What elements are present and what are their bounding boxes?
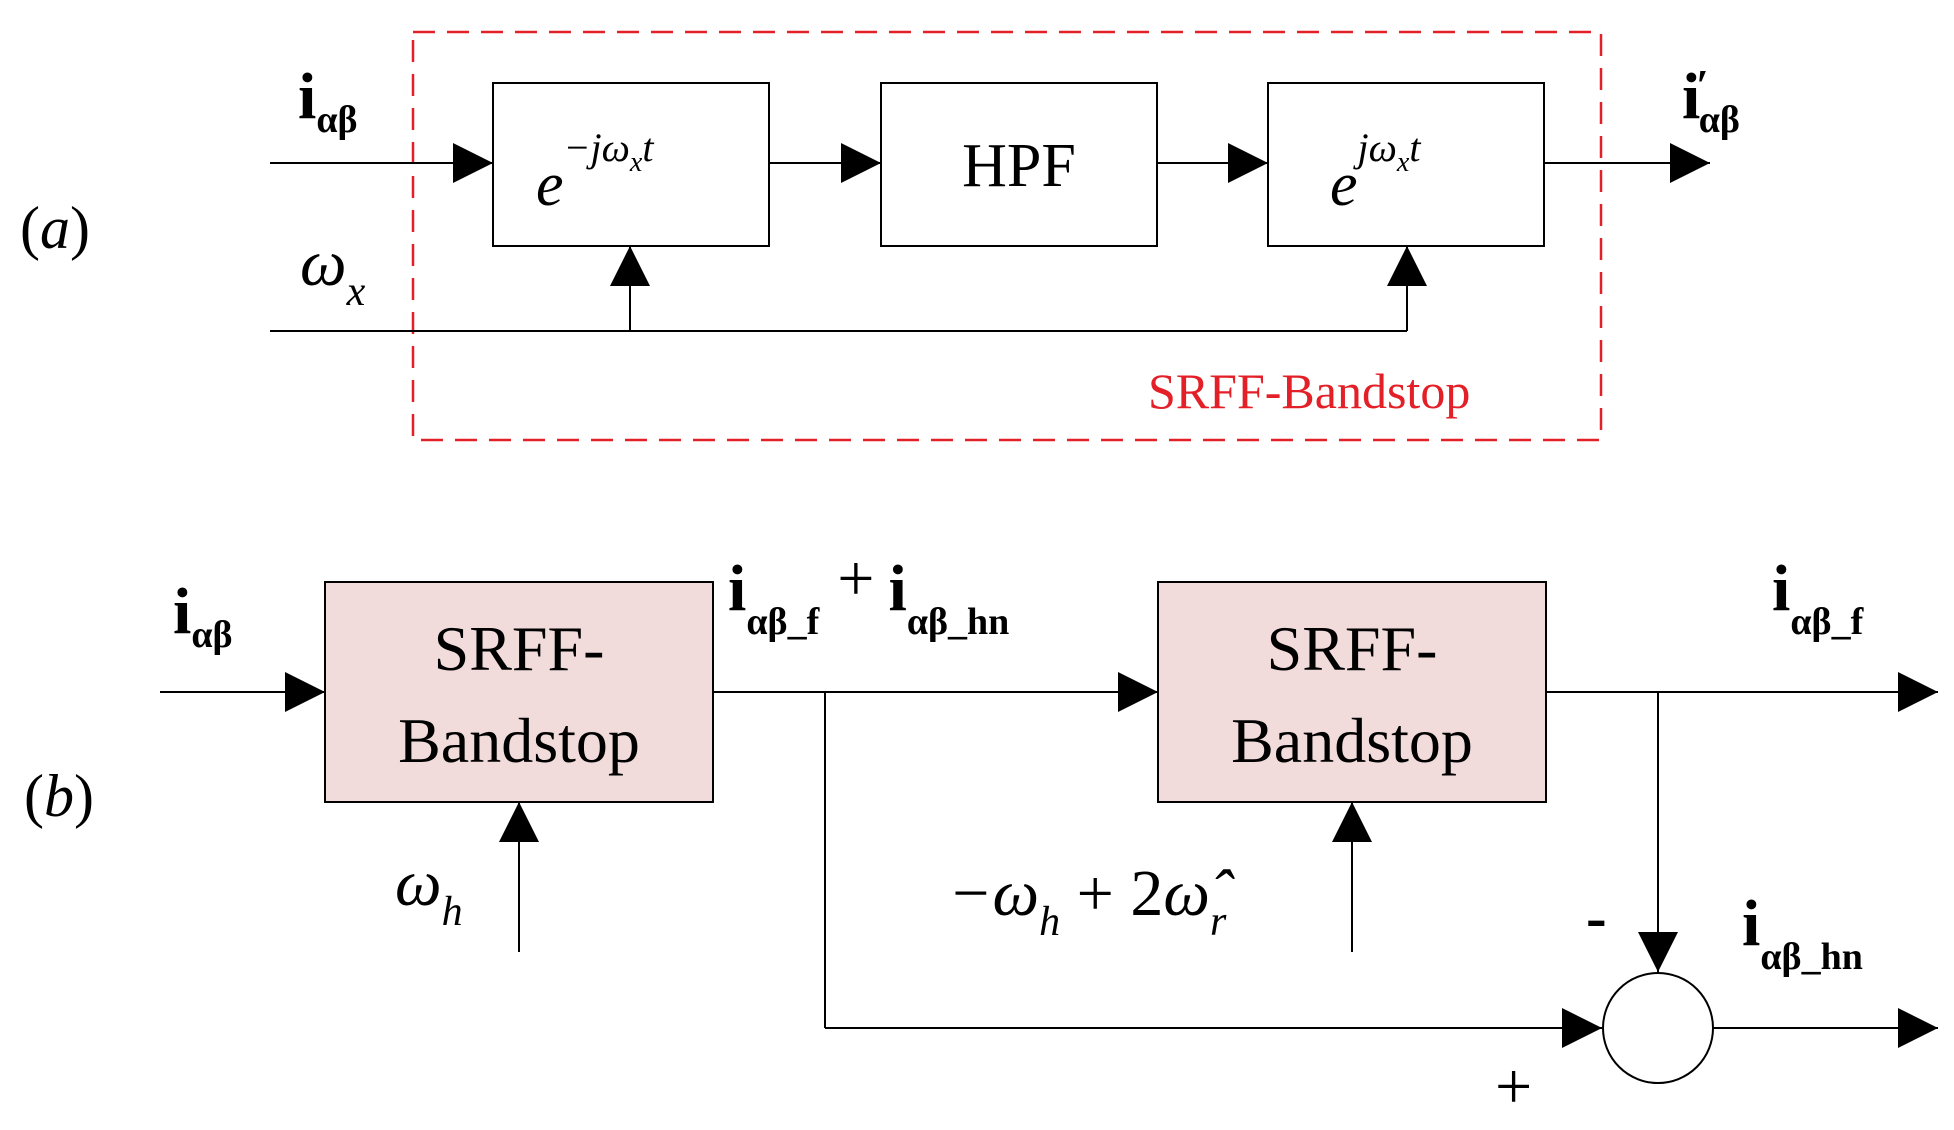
srff-bandstop-block-2-line1: SRFF- [1267, 613, 1438, 684]
frequency-input-label-a: ωx [300, 227, 366, 315]
frequency-label-block1: ωh [395, 847, 463, 935]
input-current-label-a: iαβ [298, 60, 358, 141]
srff-bandstop-block-1-line1: SRFF- [434, 613, 605, 684]
output-current-label-a: i′αβ [1682, 60, 1740, 141]
srff-bandstop-block-1-line2: Bandstop [398, 705, 640, 776]
panel-a: (a) SRFF-Bandstop iαβ ωx e−jωxt HPF ejωx… [20, 30, 1740, 442]
panel-b: (b) iαβ SRFF- Bandstop SRFF- Bandstop iα… [24, 542, 1938, 1123]
frequency-label-block2: −ωh + 2ω̂r [948, 857, 1235, 945]
demodulation-block [492, 82, 770, 247]
srff-bandstop-block-1 [324, 581, 714, 803]
summing-junction [1602, 972, 1714, 1084]
hpf-block [880, 82, 1158, 247]
demodulation-block-label: e−jωxt [536, 125, 654, 219]
srff-bandstop-frame-label: SRFF-Bandstop [1148, 363, 1470, 419]
input-current-label-b: iαβ [173, 575, 233, 656]
summer-minus-sign: - [1586, 884, 1607, 952]
intermediate-current-label: iαβ_f+iαβ_hn [728, 542, 1009, 643]
output-harmonic-label: iαβ_hn [1742, 887, 1863, 978]
remodulation-block-label: ejωxt [1330, 125, 1421, 219]
panel-a-label: (a) [20, 195, 90, 261]
panel-b-label: (b) [24, 763, 94, 829]
srff-bandstop-frame [411, 30, 1603, 442]
output-fundamental-label: iαβ_f [1772, 552, 1865, 643]
summer-plus-sign: + [1495, 1050, 1532, 1123]
hpf-block-label: HPF [962, 132, 1076, 200]
srff-bandstop-block-2-line2: Bandstop [1231, 705, 1473, 776]
